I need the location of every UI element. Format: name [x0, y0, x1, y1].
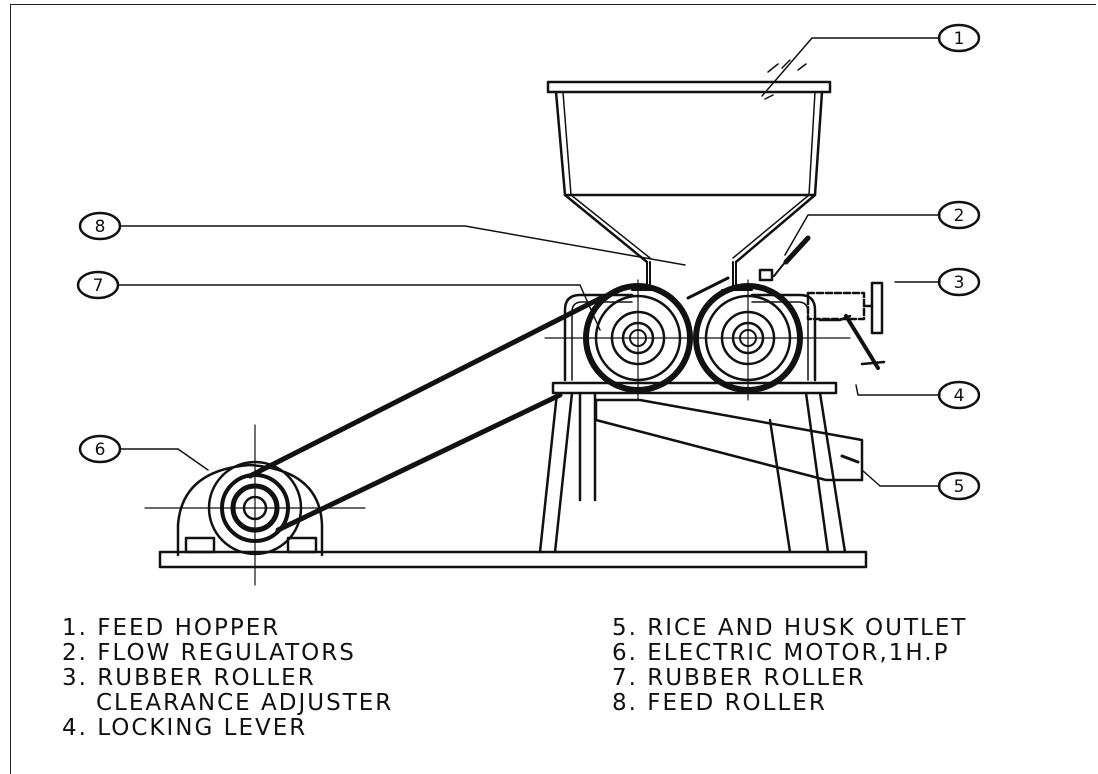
callout-1: 1	[937, 23, 981, 53]
legend-item-1: 1. FEED HOPPER	[62, 615, 281, 641]
flow-regulator	[686, 235, 811, 300]
leader-lines	[117, 37, 941, 487]
svg-text:8: 8	[95, 217, 106, 237]
svg-text:1: 1	[954, 29, 965, 49]
rubber-rollers	[544, 279, 851, 401]
callout-6: 6	[78, 434, 122, 464]
legend-item-7: 7. RUBBER ROLLER	[612, 665, 866, 691]
callout-2: 2	[937, 200, 981, 230]
clearance-adjuster	[806, 281, 884, 335]
legend-item-4: 4. LOCKING LEVER	[62, 715, 308, 741]
callout-3: 3	[937, 267, 981, 297]
callout-4: 4	[937, 380, 981, 410]
stand	[538, 381, 847, 554]
legend-item-5: 5. RICE AND HUSK OUTLET	[612, 615, 968, 641]
locking-lever	[844, 314, 886, 370]
svg-text:7: 7	[93, 276, 104, 296]
legend-item-3-cont: CLEARANCE ADJUSTER	[96, 690, 394, 716]
figure-frame	[10, 4, 1096, 774]
svg-text:2: 2	[954, 206, 965, 226]
legend-item-2: 2. FLOW REGULATORS	[62, 640, 356, 666]
callout-8: 8	[78, 211, 122, 241]
svg-text:5: 5	[954, 477, 965, 497]
legend-item-8: 8. FEED ROLLER	[612, 690, 827, 716]
drive-belt	[247, 293, 608, 533]
svg-text:6: 6	[95, 440, 106, 460]
callout-7: 7	[76, 270, 120, 300]
rice-husk-outlet	[594, 398, 864, 482]
base-plate	[158, 550, 868, 569]
legend-item-3: 3. RUBBER ROLLER	[62, 665, 316, 691]
legend-left: 1. FEED HOPPER 2. FLOW REGULATORS 3. RUB…	[62, 616, 393, 741]
legend-item-6: 6. ELECTRIC MOTOR,1H.P	[612, 640, 950, 666]
callout-5: 5	[937, 471, 981, 501]
svg-text:3: 3	[954, 273, 965, 293]
electric-motor	[144, 424, 366, 586]
svg-text:4: 4	[954, 386, 965, 406]
feed-hopper	[546, 59, 832, 291]
legend-right: 5. RICE AND HUSK OUTLET 6. ELECTRIC MOTO…	[612, 616, 967, 716]
